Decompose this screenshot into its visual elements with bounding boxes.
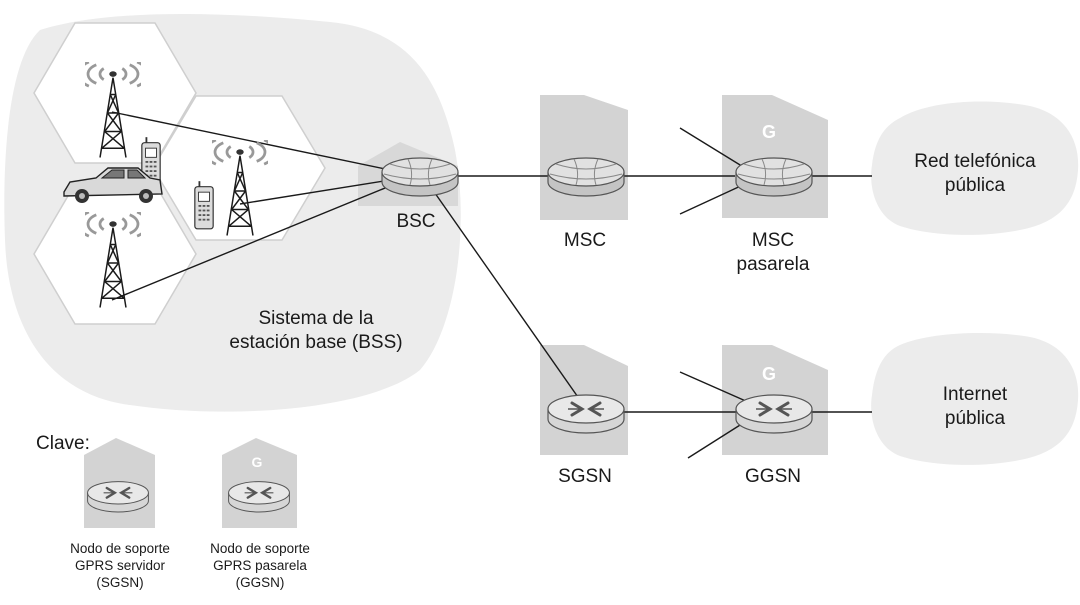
legend-title: Clave: [36,433,90,454]
legend-ggsn-line1: Nodo de soporte [210,541,310,556]
bsc-label: BSC [396,211,436,232]
link-bsc-sgsn [429,185,581,401]
link-gmsc-in2 [679,183,746,215]
link-tower2-bsc [239,179,391,205]
building-msc-gateway [722,95,828,218]
legend-ggsn-line3: (GGSN) [235,575,285,590]
gmsc-router-icon [735,157,813,197]
link-ggsn-in2 [687,419,749,459]
legend-sgsn-line2: GPRS servidor [74,558,166,573]
cloud-public-internet [871,333,1079,465]
legend-gateway-badge: G [252,454,263,470]
gmsc-label-line2: pasarela [736,254,810,275]
cloud-phone-label-line1: Red telefónica [914,151,1036,172]
link-tower3-bsc [111,185,391,301]
link-gmsc-in [679,127,746,169]
bsc-router-icon [381,157,459,197]
msc-label: MSC [563,230,607,251]
legend-sgsn-line1: Nodo de soporte [70,541,170,556]
legend-ggsn-line2: GPRS pasarela [213,558,307,573]
link-tower1-bsc [111,111,391,171]
cloud-internet-label-line1: Internet [942,384,1008,405]
legend-sgsn-line3: (SGSN) [96,575,144,590]
gateway-badge-ggsn: G [762,364,776,384]
gateway-badge-msc: G [762,122,776,142]
sgsn-label: SGSN [558,466,612,487]
sgsn-router-icon [546,393,626,435]
cloud-internet-label-line2: pública [944,408,1006,429]
gmsc-label-line1: MSC [751,230,795,251]
bss-label-line2: estación base (BSS) [229,332,403,353]
cloud-public-phone-network [871,101,1079,235]
link-ggsn-in [679,371,749,403]
car-icon [63,167,163,203]
ggsn-label: GGSN [745,466,801,487]
msc-router-icon [547,157,625,197]
phone-icon-2 [193,180,215,230]
cloud-phone-label-line2: pública [944,175,1006,196]
legend-ggsn-router-icon [227,480,291,514]
links [111,111,872,459]
legend-sgsn-router-icon [86,480,150,514]
ggsn-router-icon [734,393,814,435]
bss-label-line1: Sistema de la [258,308,374,329]
